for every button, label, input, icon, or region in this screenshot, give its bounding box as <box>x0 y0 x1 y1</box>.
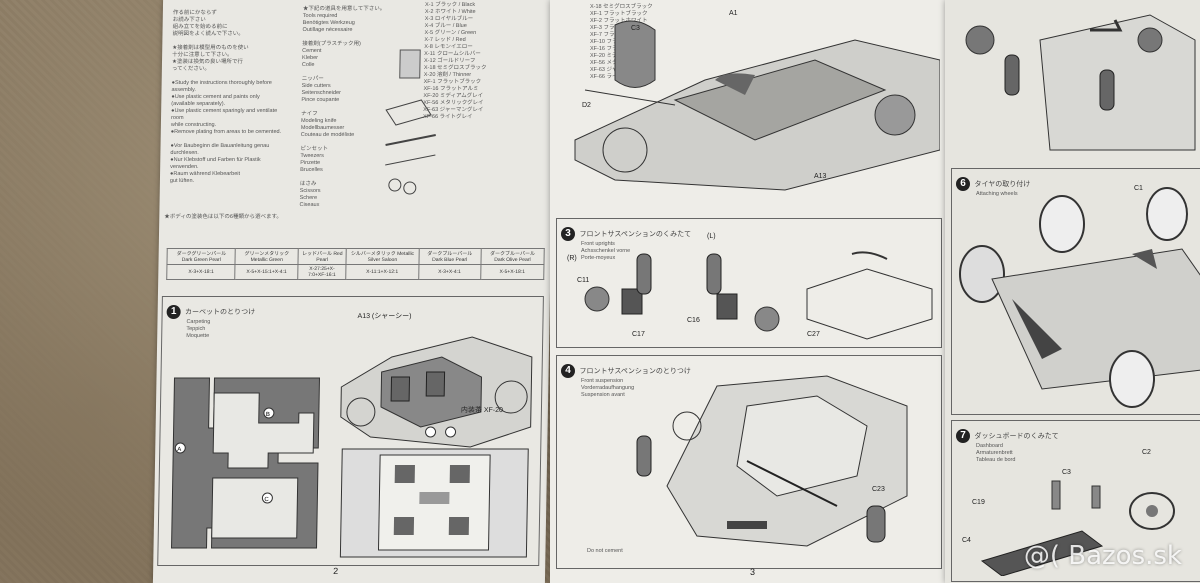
step-7-panel: 7 ダッシュボードのくみたて Dashboard Armaturenbrett … <box>951 420 1200 582</box>
color-header-3: レッドパール Red Pearl <box>297 248 347 265</box>
chassis-carpet-diagram <box>340 336 533 448</box>
part-label-a1: A1 <box>729 10 738 17</box>
color-header-2: グリーンメタリック Metallic Green <box>235 248 299 265</box>
color-value-4: X-11:1+X-12:1 <box>345 264 419 280</box>
step-sub-3: Moquette <box>186 333 210 339</box>
part-label-c17: C17 <box>632 331 645 338</box>
step-title: タイヤの取り付け <box>974 181 1031 188</box>
step-1-header: 1 カーペットのとりつけ Carpeting Teppich Moquette <box>166 301 255 340</box>
step-4-panel: 4 フロントサスペンションのとりつけ Front suspension Vord… <box>556 355 942 569</box>
part-label-c2: C2 <box>1142 449 1151 456</box>
page-number-left: 2 <box>333 566 339 576</box>
step-title: フロントサスペンションのとりつけ <box>579 368 691 375</box>
svg-text:B: B <box>266 412 270 418</box>
step-3-header: 3 フロントサスペンションのくみたて Front uprights Achssc… <box>561 223 691 262</box>
part-label-c23: C23 <box>872 486 885 493</box>
dashboard-diagram <box>980 480 1175 576</box>
step-title: ダッシュボードのくみたて <box>974 433 1059 440</box>
manual-page-left: 作る前にかならずお読み下さい組み立てを始める前に説明図をよく読んで下さい。★接着… <box>152 0 556 583</box>
step-sub-2: Vorderradaufhangung <box>581 385 635 391</box>
color-value-6: X-5+X-18:1 <box>480 264 544 280</box>
left-side-label: (L) <box>707 233 716 240</box>
step-6-panel: 6 タイヤの取り付け Attaching wheels C1 <box>951 168 1200 415</box>
step-7-header: 7 ダッシュボードのくみたて Dashboard Armaturenbrett … <box>956 425 1059 464</box>
rear-suspension-diagram <box>965 14 1196 151</box>
part-label-d2: D2 <box>582 102 591 109</box>
part-label-c19: C19 <box>972 499 985 506</box>
color-value-2: X-5+X-15:1+X-4:1 <box>235 264 298 280</box>
color-header-1: ダークグリーンパール Dark Green Pearl <box>166 248 236 265</box>
step-number: 7 <box>956 428 970 443</box>
watermark-text: @( Bazos.sk <box>1023 541 1182 571</box>
part-label-c3-right: C3 <box>1062 469 1071 476</box>
paint-color-table: ダークグリーンパール Dark Green Pearl グリーンメタリック Me… <box>166 248 545 280</box>
tools-illustration <box>385 49 436 195</box>
manual-page-right: 6 タイヤの取り付け Attaching wheels C1 7 ダッシュボード… <box>945 0 1200 583</box>
step-sub-1: Dashboard <box>976 443 1003 449</box>
color-value-3: X-27:25+X-7:0+XF-16:1 <box>297 264 347 280</box>
step-4-header: 4 フロントサスペンションのとりつけ Front suspension Vord… <box>561 360 691 399</box>
step-sub-3: Suspension avant <box>581 392 625 398</box>
step-6-header: 6 タイヤの取り付け Attaching wheels <box>956 173 1030 198</box>
step-number: 3 <box>561 226 575 241</box>
part-label-c1: C1 <box>1134 185 1143 192</box>
chassis-assembly-diagram <box>574 20 940 191</box>
part-label-c11: C11 <box>577 277 590 284</box>
step-sub-2: Armaturenbrett <box>976 450 1013 456</box>
step-sub-3: Tableau de bord <box>976 457 1016 463</box>
color-note: ★ボディの塗装色は以下の6種類から選べます。 <box>164 214 282 220</box>
color-header-5: ダークブルーパール Dark Blue Pearl <box>418 248 482 265</box>
color-value-5: X-3+X-4:1 <box>418 264 481 280</box>
svg-text:C: C <box>264 497 269 503</box>
step-sub-1: Front uprights <box>581 241 615 247</box>
page-number-center: 3 <box>750 567 756 577</box>
part-label-c27: C27 <box>807 331 820 338</box>
step-number: 4 <box>561 363 575 378</box>
paint-note: 内装茶 XF-20 <box>460 407 503 414</box>
front-suspension-diagram <box>636 375 908 547</box>
step-sub-1: Attaching wheels <box>976 191 1018 197</box>
step-3-panel: 3 フロントサスペンションのくみたて Front uprights Achssc… <box>556 218 942 348</box>
right-side-label: (R) <box>567 255 577 262</box>
step-1-panel: 1 カーペットのとりつけ Carpeting Teppich Moquette … <box>157 296 544 566</box>
front-upright-diagram <box>584 251 933 340</box>
step-number: 1 <box>166 304 181 319</box>
step-sub-1: Carpeting <box>186 319 211 325</box>
carpet-template-diagram: B C A <box>171 377 320 549</box>
color-header-6: ダークブルーパール Dark Olive Pearl <box>480 248 545 265</box>
part-label-c4: C4 <box>962 537 971 544</box>
step-number: 6 <box>956 176 970 191</box>
part-label-a13-center: A13 <box>814 173 827 180</box>
step-sub-3: Porte-moyeux <box>581 255 616 261</box>
step-sub-2: Achsschenkel vorne <box>581 248 631 254</box>
svg-text:A: A <box>177 447 181 453</box>
step-title: フロントサスペンションのくみたて <box>579 231 692 238</box>
part-label-c16: C16 <box>687 317 700 324</box>
instruction-text-japanese: 作る前にかならずお読み下さい組み立てを始める前に説明図をよく読んで下さい。★接着… <box>169 10 282 184</box>
part-label-c3: C3 <box>631 25 640 32</box>
step-sub-2: Teppich <box>186 326 206 332</box>
step-sub-1: Front suspension <box>581 378 624 384</box>
color-value-1: X-3+X-18:1 <box>166 264 236 280</box>
no-cement-note: Do not cement <box>587 548 623 554</box>
color-header-4: シルバーメタリック Metallic Silver Saloon <box>346 248 419 265</box>
carpet-detail-diagram <box>339 448 529 558</box>
wheel-attach-diagram <box>959 187 1200 408</box>
step-title: カーペットのとりつけ <box>185 309 256 316</box>
